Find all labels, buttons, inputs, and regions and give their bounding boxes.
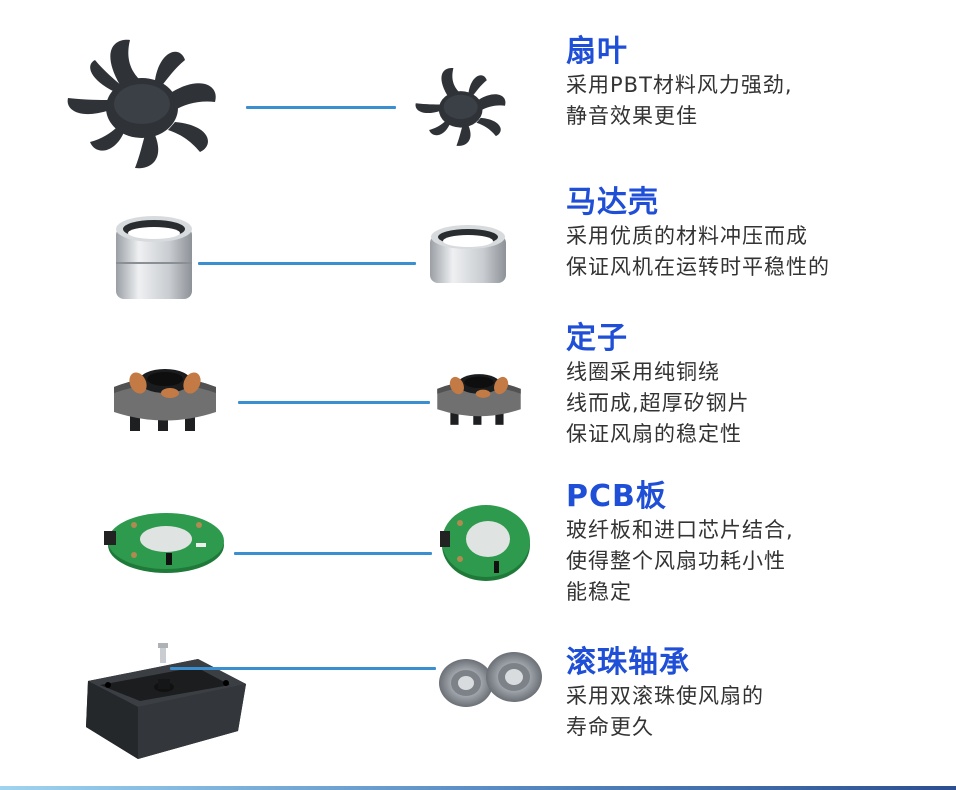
ball-bearings-icon xyxy=(436,649,548,709)
component-text-motor-housing: 马达壳 采用优质的材料冲压而成 保证风机在运转时平稳性的 xyxy=(566,185,830,283)
pcb-board-small-icon xyxy=(438,501,534,583)
component-desc-line: 线而成,超厚矽钢片 xyxy=(566,391,750,415)
bottom-divider-bar xyxy=(0,786,956,790)
component-desc-line: 采用PBT材料风力强劲, xyxy=(566,73,793,97)
component-row-motor-housing: 马达壳 采用优质的材料冲压而成 保证风机在运转时平稳性的 xyxy=(0,175,956,315)
pcb-board-large-icon xyxy=(104,509,228,575)
motor-housing-single-icon xyxy=(428,223,508,287)
stator-icon xyxy=(110,357,220,437)
component-desc-line: 保证风机在运转时平稳性的 xyxy=(566,255,830,279)
component-desc-line: 玻纤板和进口芯片结合, xyxy=(566,518,794,542)
component-desc-line: 使得整个风扇功耗小性 xyxy=(566,549,786,573)
component-desc-line: 能稳定 xyxy=(566,580,632,604)
connector-line xyxy=(170,667,436,670)
fan-blade-small-icon xyxy=(400,62,525,147)
component-desc-line: 线圈采用纯铜绕 xyxy=(566,360,720,384)
component-desc-line: 寿命更久 xyxy=(566,715,654,739)
connector-line xyxy=(198,262,416,265)
fan-blade-large-icon xyxy=(60,30,230,170)
component-text-ball-bearing: 滚珠轴承 采用双滚珠使风扇的 寿命更久 xyxy=(566,645,764,743)
fan-frame-icon xyxy=(78,639,248,767)
component-text-stator: 定子 线圈采用纯铜绕 线而成,超厚矽钢片 保证风扇的稳定性 xyxy=(566,321,750,450)
component-text-pcb: PCB板 玻纤板和进口芯片结合, 使得整个风扇功耗小性 能稳定 xyxy=(566,479,794,608)
stator-icon xyxy=(434,357,524,437)
motor-housing-double-icon xyxy=(112,213,196,305)
component-desc-line: 静音效果更佳 xyxy=(566,104,698,128)
component-desc-line: 采用双滚珠使风扇的 xyxy=(566,684,764,708)
component-title: 定子 xyxy=(566,321,628,356)
component-title: 扇叶 xyxy=(566,34,628,69)
component-row-ball-bearing: 滚珠轴承 采用双滚珠使风扇的 寿命更久 xyxy=(0,635,956,785)
component-row-pcb: PCB板 玻纤板和进口芯片结合, 使得整个风扇功耗小性 能稳定 xyxy=(0,475,956,635)
component-title: PCB板 xyxy=(566,479,667,514)
component-desc-line: 保证风扇的稳定性 xyxy=(566,422,742,446)
connector-line xyxy=(246,106,396,109)
connector-line xyxy=(234,552,432,555)
component-text-fan-blade: 扇叶 采用PBT材料风力强劲, 静音效果更佳 xyxy=(566,34,793,132)
connector-line xyxy=(238,401,430,404)
component-title: 滚珠轴承 xyxy=(566,645,690,680)
component-title: 马达壳 xyxy=(566,185,659,220)
component-desc-line: 采用优质的材料冲压而成 xyxy=(566,224,808,248)
component-row-fan-blade: 扇叶 采用PBT材料风力强劲, 静音效果更佳 xyxy=(0,0,956,175)
component-row-stator: 定子 线圈采用纯铜绕 线而成,超厚矽钢片 保证风扇的稳定性 xyxy=(0,315,956,475)
